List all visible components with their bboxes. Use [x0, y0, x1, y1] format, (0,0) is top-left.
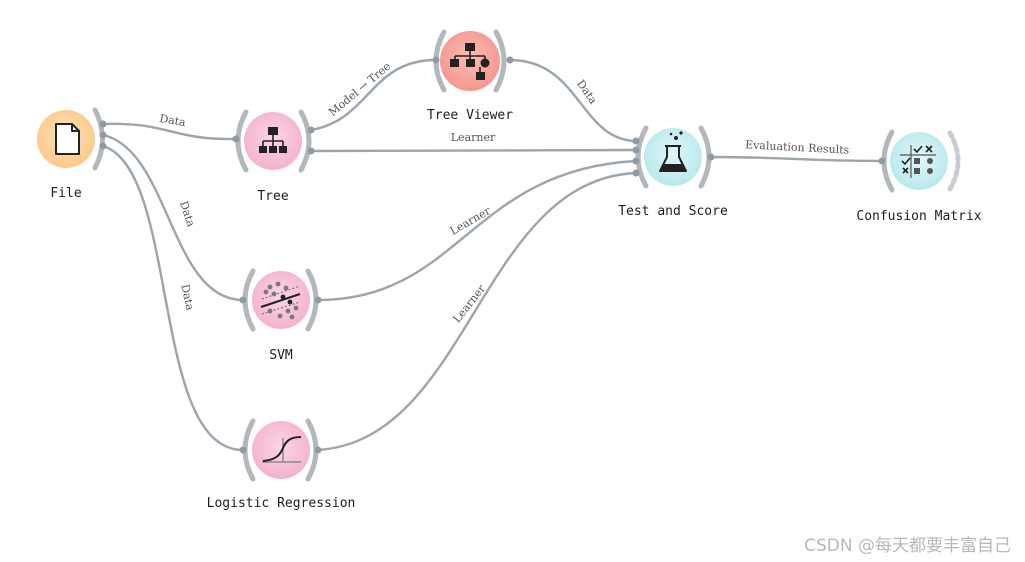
link-svm-score[interactable]: Learner — [317, 159, 637, 302]
link-label-tree-score: Learner — [451, 131, 496, 144]
link-label-file-tree: Data — [158, 112, 187, 129]
flask-icon — [659, 131, 687, 172]
node-label-logreg: Logistic Regression — [207, 496, 356, 511]
node-svm[interactable]: SVM — [239, 268, 322, 363]
link-label-treeviewer-score: Data — [574, 77, 600, 106]
link-label-file-logreg: Data — [178, 283, 196, 312]
watermark: CSDN @每天都要丰富自己 — [804, 536, 1011, 556]
link-score-confusion[interactable]: Evaluation Results — [710, 138, 883, 163]
link-label-tree-treeviewer: Model → Tree — [326, 60, 393, 119]
logistic-curve-icon — [262, 436, 302, 463]
node-label-test-score: Test and Score — [618, 204, 728, 219]
confusion-matrix-icon — [900, 145, 936, 178]
link-label-file-svm: Data — [177, 199, 198, 229]
node-label-svm: SVM — [269, 348, 293, 363]
confusion-output-bracket — [947, 130, 961, 192]
node-file[interactable]: File — [37, 107, 107, 201]
node-confusion-matrix[interactable]: Confusion Matrix — [856, 129, 982, 224]
svm-icon — [260, 281, 301, 320]
link-file-logreg[interactable]: Data — [102, 144, 244, 452]
node-label-tree: Tree — [257, 189, 288, 204]
node-label-tree-viewer: Tree Viewer — [427, 108, 513, 123]
node-label-file: File — [50, 186, 81, 201]
node-test-and-score[interactable]: Test and Score — [618, 125, 728, 219]
link-tree-treeviewer[interactable]: Model → Tree — [310, 58, 437, 132]
tree-viewer-icon — [450, 43, 490, 80]
node-tree[interactable]: Tree — [232, 109, 315, 204]
node-label-confusion: Confusion Matrix — [856, 209, 981, 224]
link-file-tree[interactable]: Data — [102, 112, 237, 141]
link-tree-score[interactable]: Learner — [310, 131, 637, 153]
link-treeviewer-score[interactable]: Data — [509, 58, 637, 143]
node-tree-viewer[interactable]: Tree Viewer — [427, 29, 514, 123]
document-icon — [55, 123, 80, 155]
link-label-score-confusion: Evaluation Results — [745, 138, 850, 156]
tree-icon — [259, 127, 287, 153]
node-logistic-regression[interactable]: Logistic Regression — [207, 418, 356, 511]
node-test-score-circle — [644, 128, 702, 186]
